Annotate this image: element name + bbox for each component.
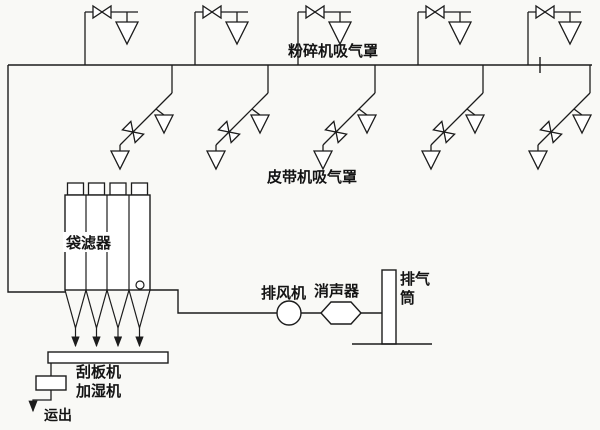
- hopper-wall: [74, 289, 87, 329]
- crusher-hood-unit-1: [85, 6, 138, 65]
- hopper-wall: [128, 289, 141, 329]
- filter-top-cap: [87, 182, 106, 196]
- hopper-wall: [95, 289, 108, 329]
- haul-out-arrow: [28, 390, 52, 413]
- humidifier-label: 加湿机: [75, 382, 121, 400]
- filter-top-cap: [109, 182, 127, 196]
- scraper-label: 刮板机: [76, 363, 121, 381]
- belt-hood-unit-4: [422, 65, 484, 169]
- crusher-hood-unit-2: [195, 6, 248, 65]
- crusher-hood-unit-5: [528, 6, 581, 65]
- crusher-hood-unit-4: [418, 6, 471, 65]
- bag-filter: 袋滤器: [63, 182, 151, 348]
- belt-hoods-label: 皮带机吸气罩: [267, 168, 357, 186]
- belt-hood-row: [111, 65, 591, 169]
- fan-label: 排风机: [261, 284, 306, 302]
- silencer-icon: [320, 301, 362, 325]
- outlet-duct: [150, 289, 277, 314]
- trunk-duct: [7, 65, 66, 293]
- label-backing: [63, 232, 114, 252]
- crusher-hoods-label: 粉碎机吸气罩: [288, 42, 378, 60]
- filter-top-cap: [130, 182, 149, 196]
- silencer-label: 消声器: [314, 282, 360, 300]
- filter-port-icon: [135, 280, 145, 290]
- hopper-wall: [138, 289, 151, 329]
- hopper-wall: [64, 289, 77, 329]
- out-label: 运出: [44, 407, 72, 424]
- belt-hood-unit-3: [314, 65, 376, 169]
- belt-hood-unit-2: [207, 65, 269, 169]
- humidifier: [35, 375, 67, 391]
- hopper-wall: [85, 289, 98, 329]
- stack-label-line2: 筒: [400, 289, 415, 307]
- bag-filter-label: 袋滤器: [65, 234, 112, 252]
- hopper-wall: [106, 289, 119, 329]
- belt-hood-unit-1: [111, 65, 173, 169]
- exhaust-fan-icon: [276, 300, 302, 326]
- stack-label-line1: 排气: [400, 270, 430, 288]
- scraper-conveyor: [47, 351, 169, 364]
- filter-top-cap: [66, 182, 85, 196]
- hopper-wall: [117, 289, 130, 329]
- exhaust-stack: [381, 269, 397, 345]
- belt-hood-unit-5: [529, 65, 591, 169]
